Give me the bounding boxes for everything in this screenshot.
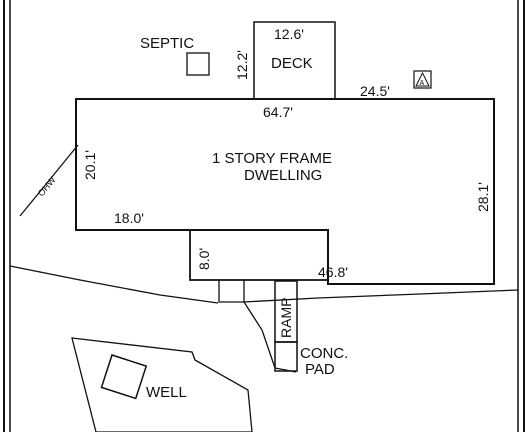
deck-depth-dimension: 12.2' [234, 50, 250, 80]
rear-dimension: 46.8' [318, 264, 348, 280]
marker-letter: A [420, 80, 425, 87]
dwelling-label-line2: DWELLING [244, 167, 322, 184]
well-label: WELL [146, 384, 187, 401]
ohw-label: OHW [36, 175, 58, 199]
offset-left-dimension: 18.0' [114, 210, 144, 226]
deck-width-dimension: 12.6' [274, 26, 304, 42]
dwelling-outline [75, 98, 495, 285]
front-dimension: 64.7' [263, 104, 293, 120]
benchmark-marker-icon: A [413, 70, 432, 89]
offset-depth-dimension: 8.0' [196, 248, 212, 270]
concrete-pad-outline [274, 341, 298, 372]
entry-landing [218, 280, 245, 303]
concrete-pad-label-line1: CONC. [300, 345, 348, 362]
well-lot-outline [71, 337, 253, 432]
deck-label: DECK [271, 55, 313, 72]
ramp-label: RAMP [278, 298, 294, 338]
left-side-dimension: 20.1' [82, 150, 98, 180]
dwelling-label-line1: 1 STORY FRAME [212, 150, 332, 167]
setback-dimension: 24.5' [360, 83, 390, 99]
road-lines [9, 265, 519, 304]
page-border [3, 0, 525, 432]
septic-tank [186, 52, 210, 76]
right-side-dimension: 28.1' [475, 182, 491, 212]
rear-offset-outline [189, 230, 328, 281]
concrete-pad-label-line2: PAD [305, 361, 335, 378]
overhead-wire-line [19, 144, 79, 217]
well-outline [100, 354, 148, 400]
septic-label: SEPTIC [140, 35, 194, 52]
